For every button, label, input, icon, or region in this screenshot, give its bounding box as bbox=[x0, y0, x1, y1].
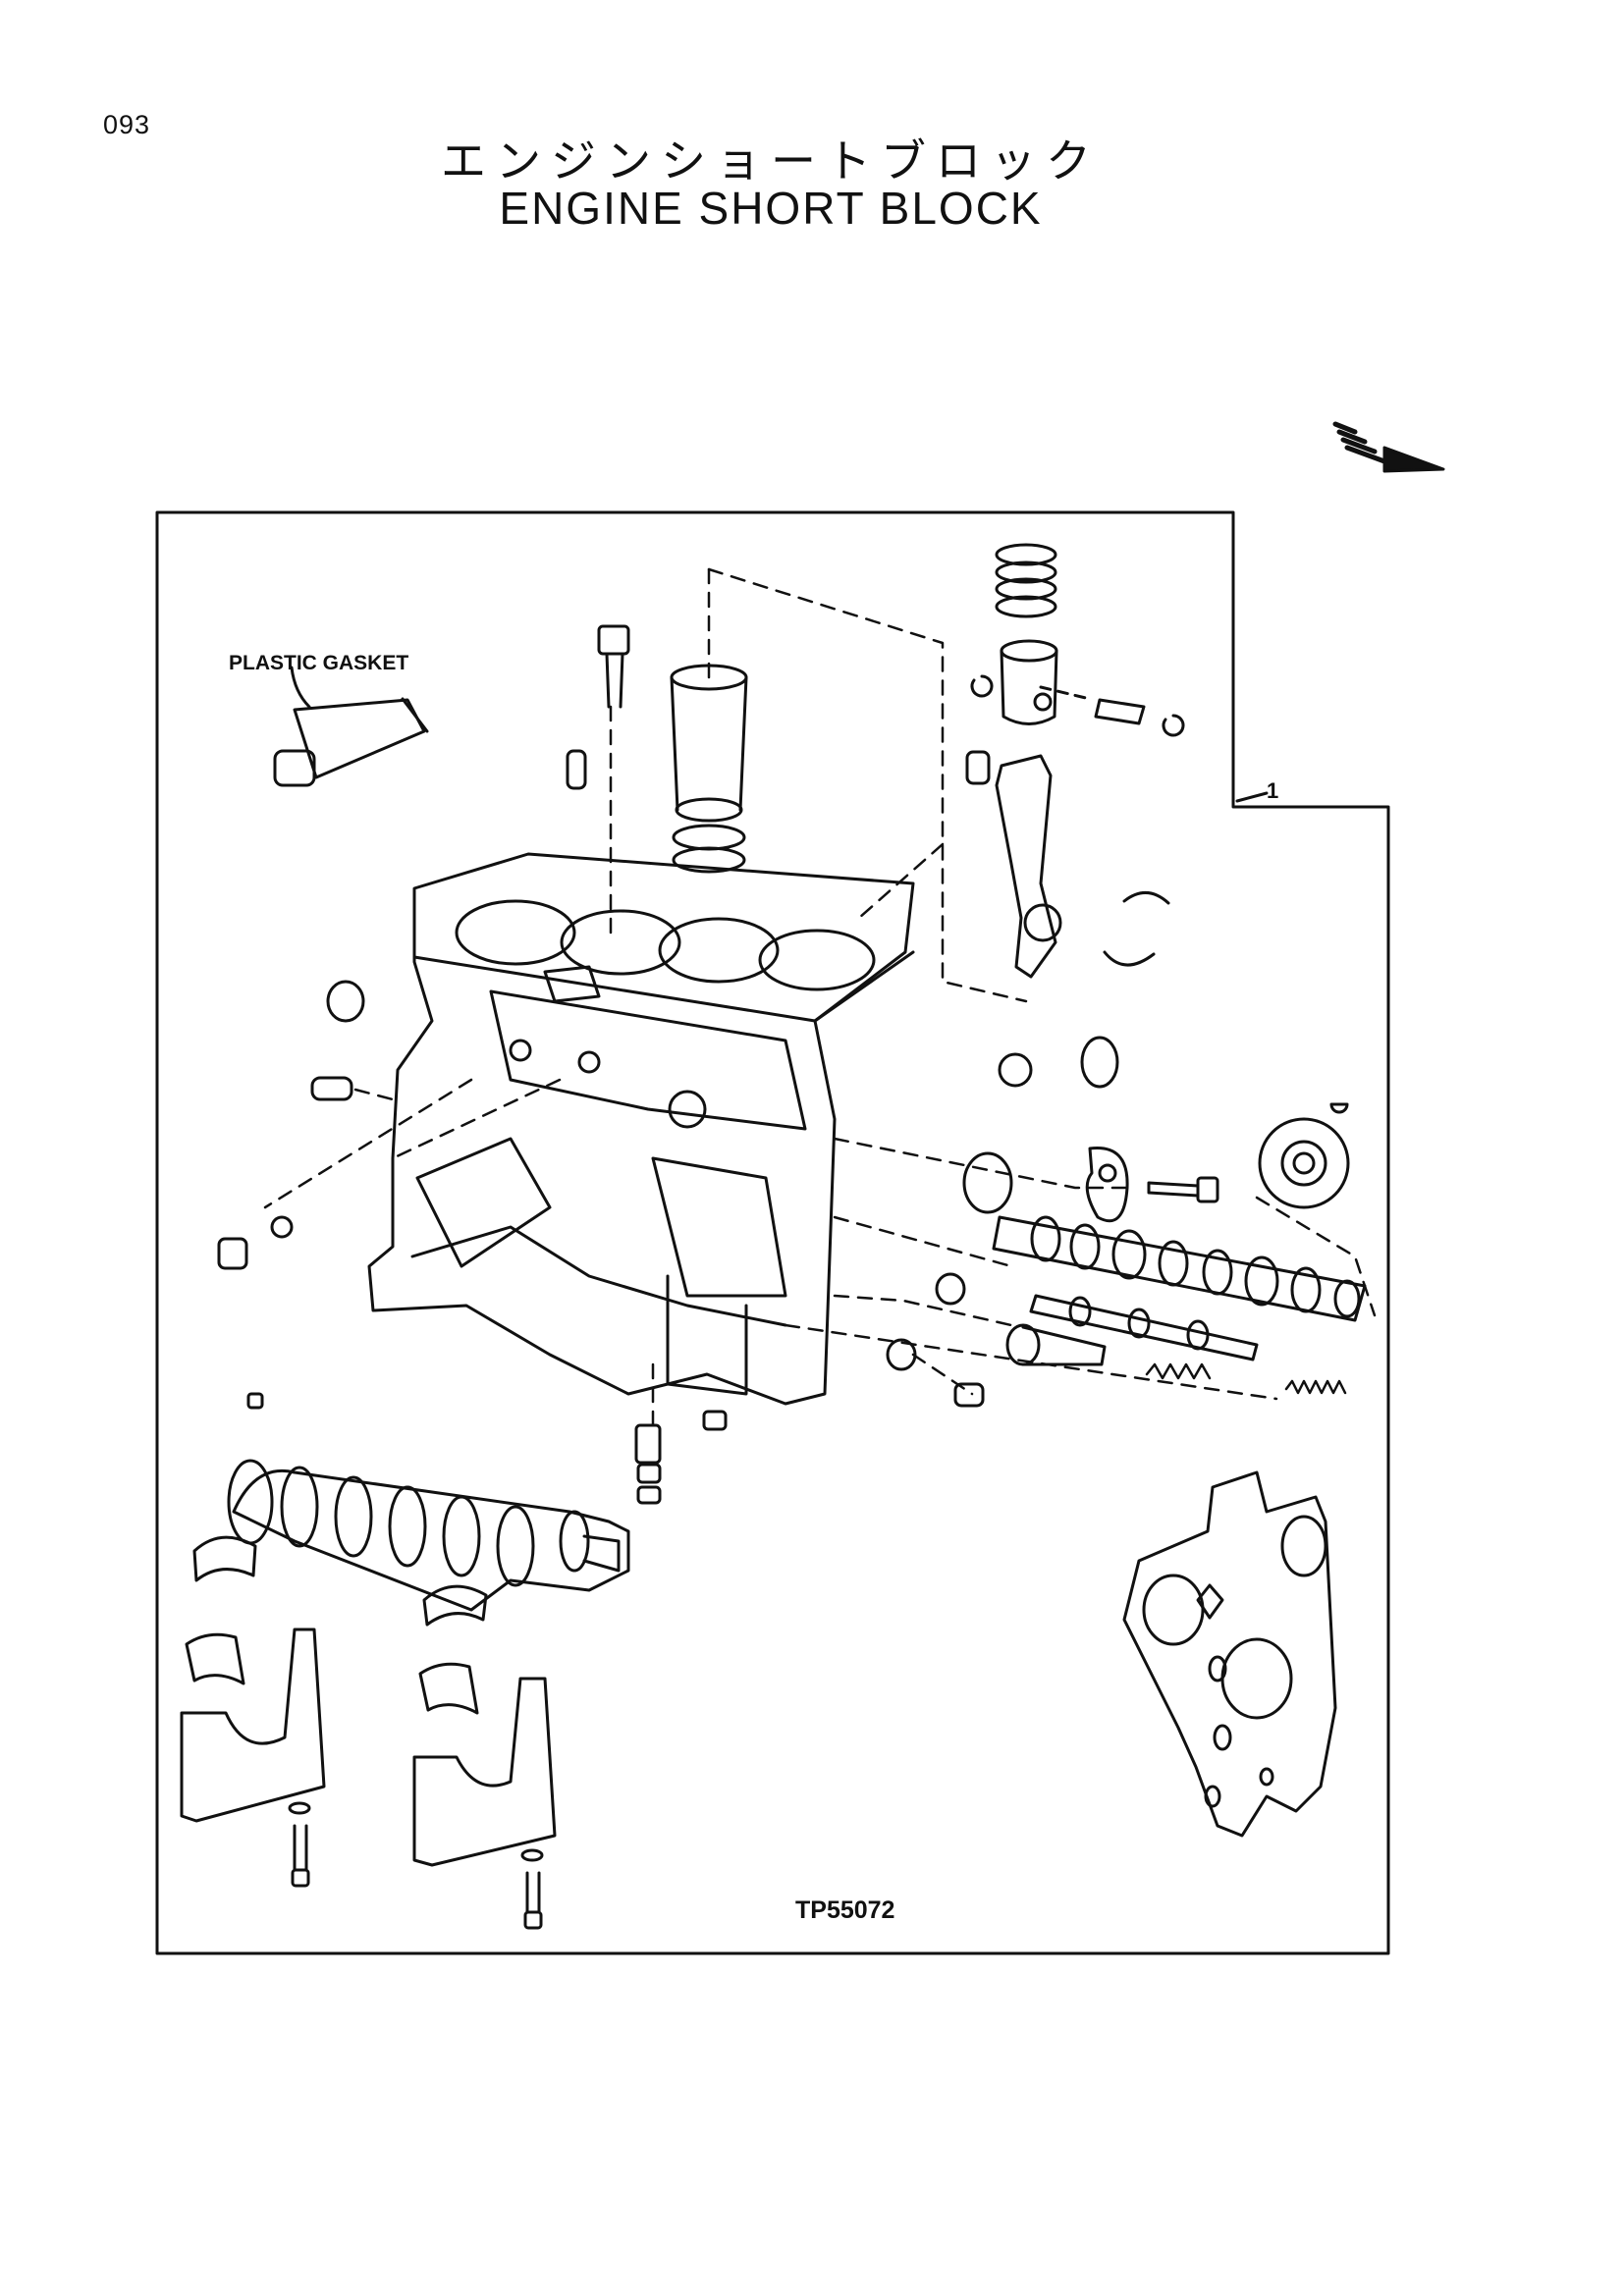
camshaft-bushings bbox=[886, 1036, 1119, 1408]
figure-code: TP55072 bbox=[795, 1896, 895, 1924]
cylinder-liner bbox=[670, 664, 748, 874]
dowel-pin bbox=[566, 749, 587, 790]
connecting-rod bbox=[965, 750, 1062, 979]
oil-pump-shaft bbox=[1029, 1294, 1259, 1362]
snap-ring bbox=[1162, 714, 1185, 737]
plugs bbox=[217, 980, 365, 1410]
thrust-plate-bolt bbox=[1147, 1176, 1219, 1203]
page-title-jp: エンジンショートブロック bbox=[441, 134, 1101, 187]
camshaft bbox=[992, 1215, 1367, 1322]
main-bearings bbox=[185, 1535, 488, 1715]
rod-bearings bbox=[1103, 891, 1170, 967]
diagram-frame bbox=[155, 510, 1390, 1955]
relief-valve bbox=[1005, 1323, 1107, 1366]
plastic-gasket-label: PLASTIC GASKET bbox=[229, 652, 409, 674]
camshaft-gear bbox=[1258, 1117, 1350, 1209]
front-plate bbox=[1122, 1470, 1337, 1838]
relief-valve-spring bbox=[1145, 1362, 1347, 1395]
assembly-lines bbox=[263, 567, 1377, 1435]
piston-pin bbox=[1039, 685, 1146, 725]
piston-rings bbox=[995, 543, 1057, 618]
reference-number-1: 1 bbox=[1267, 778, 1279, 803]
thrust-plate bbox=[1085, 1147, 1129, 1223]
plastic-gasket-tube bbox=[273, 666, 429, 787]
cylinder-block bbox=[367, 852, 915, 1406]
cap-bolts bbox=[288, 1801, 544, 1930]
page-number: 093 bbox=[103, 110, 151, 139]
main-bearing-caps bbox=[180, 1628, 557, 1867]
snap-ring bbox=[970, 674, 994, 698]
crankshaft bbox=[227, 1459, 630, 1612]
nozzle-tube bbox=[597, 624, 630, 709]
drain-plugs bbox=[634, 1410, 728, 1505]
page-title-en: ENGINE SHORT BLOCK bbox=[499, 183, 1043, 234]
direction-arrow-icon bbox=[1332, 421, 1445, 473]
woodruff-key bbox=[1329, 1102, 1349, 1114]
piston bbox=[1000, 639, 1058, 725]
ref-1-leader bbox=[1235, 791, 1269, 803]
